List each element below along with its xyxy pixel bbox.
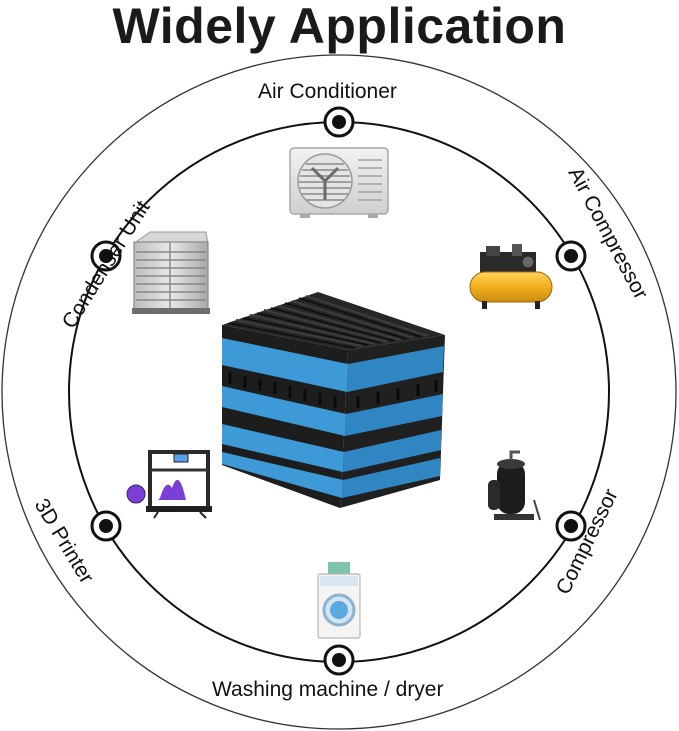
page-title: Widely Application xyxy=(112,0,567,54)
ring-marker-compressor xyxy=(555,510,587,542)
ring-marker-air-compressor xyxy=(555,240,587,272)
label-washing-machine: Washing machine / dryer xyxy=(212,678,444,701)
vibration-pad-stack-image xyxy=(222,292,445,508)
3d-printer-icon xyxy=(126,450,212,519)
ring-marker-washing-machine xyxy=(323,644,355,676)
label-3d-printer: 3D Printer xyxy=(30,495,98,588)
compressor-icon xyxy=(488,450,541,521)
air-conditioner-icon xyxy=(289,147,389,218)
label-air-compressor: Air Compressor xyxy=(564,164,653,304)
air-compressor-icon xyxy=(469,244,553,309)
washing-machine-icon xyxy=(317,562,361,639)
ring-marker-air-conditioner xyxy=(323,106,355,138)
label-air-conditioner: Air Conditioner xyxy=(258,80,397,103)
condenser-unit-icon xyxy=(132,231,210,314)
ring-marker-3d-printer xyxy=(90,510,122,542)
outer-ring xyxy=(1,54,677,730)
ring-marker-condenser-unit xyxy=(90,240,122,272)
label-compressor: Compressor xyxy=(552,485,623,598)
